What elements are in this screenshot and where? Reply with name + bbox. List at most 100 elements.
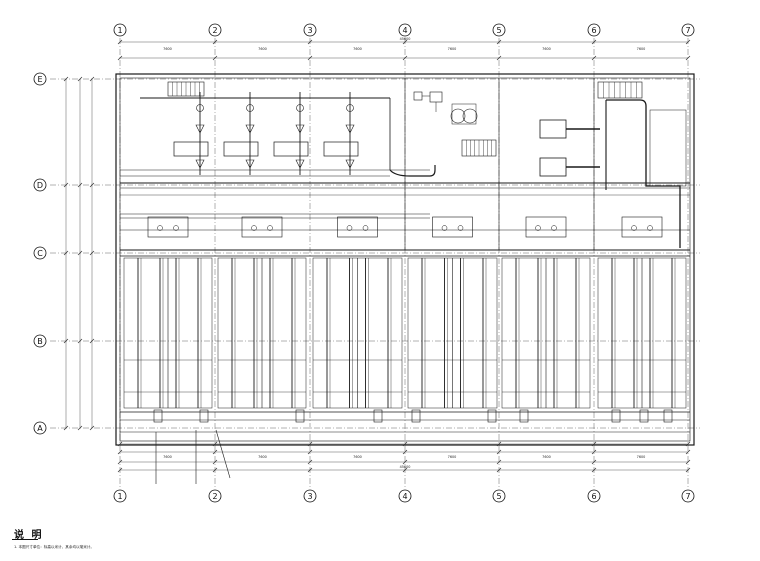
pump-valve-3: [296, 104, 304, 112]
leader-3: [215, 429, 231, 479]
outlet-box: [487, 409, 497, 423]
grid-bubble-col-2-top: [208, 23, 222, 37]
grid-bubble-row-label: B: [37, 337, 43, 346]
dim-bay-text-5: 7600: [542, 47, 551, 51]
outlet-box: [199, 409, 209, 423]
dim-tick: [496, 55, 502, 61]
dim-tick: [496, 39, 502, 45]
dim-tick: [685, 459, 691, 465]
blower-frame: [451, 103, 477, 125]
control-box-2: [429, 91, 443, 103]
pump-reducer-1: [195, 159, 205, 169]
outlet-box: [153, 409, 163, 423]
grid-bubble-col-label: 4: [402, 26, 407, 35]
grid-bubble-row-B: [33, 334, 47, 348]
equipment-room: [120, 91, 687, 248]
dim-tick: [591, 467, 597, 473]
pump-valve-4: [346, 104, 354, 112]
valve-chamber-4: [432, 216, 473, 238]
grid-bubble-col-label: 6: [591, 26, 596, 35]
dim-tick: [63, 182, 69, 188]
dim-tick: [685, 55, 691, 61]
dim-tick: [496, 467, 502, 473]
grid-bubble-col-5-top: [492, 23, 506, 37]
tank-2: [539, 157, 567, 177]
dim-tick: [307, 55, 313, 61]
grid-bubble-col-1-bottom: [113, 489, 127, 503]
dim-tick: [402, 467, 408, 473]
dim-tick: [117, 55, 123, 61]
pump-reducer-4: [345, 159, 355, 169]
dim-tick: [307, 459, 313, 465]
grid-bubble-row-E: [33, 72, 47, 86]
outlet-box: [611, 409, 621, 423]
valve: [647, 225, 653, 231]
dim-bay-text-4: 7600: [448, 47, 457, 51]
dim-bay-text-5: 7600: [542, 455, 551, 459]
notes-underline: [12, 539, 38, 540]
grid-bubble-col-label: 3: [307, 492, 312, 501]
pump-reducer-2: [245, 159, 255, 169]
dim-overall-text: 45600: [400, 37, 411, 41]
outlet-box: [639, 409, 649, 423]
outlet-box: [373, 409, 383, 423]
grid-bubble-col-label: 2: [212, 492, 217, 501]
pump-motor-3: [273, 141, 309, 157]
building-outline: [115, 73, 695, 446]
dim-tick: [89, 425, 95, 431]
dim-bay-text-6: 7600: [637, 455, 646, 459]
dim-tick: [77, 182, 83, 188]
dim-tick: [212, 441, 218, 447]
outlet-box: [411, 409, 421, 423]
pump-check-2: [245, 124, 255, 134]
grid-bubble-col-label: 2: [212, 26, 217, 35]
valve-chamber-5: [525, 216, 567, 238]
dim-bay-text-1: 7600: [163, 47, 172, 51]
dim-tick: [212, 449, 218, 455]
valve: [267, 225, 273, 231]
dim-tick: [77, 250, 83, 256]
grid-bubble-row-C: [33, 246, 47, 260]
valve: [441, 225, 448, 231]
header-pipe-bend: [389, 165, 436, 177]
grid-bubble-col-label: 5: [496, 492, 501, 501]
valve: [157, 225, 163, 231]
dim-tick: [77, 338, 83, 344]
dim-tick: [117, 441, 123, 447]
dim-tick: [402, 459, 408, 465]
dim-bay-text-6: 7600: [637, 47, 646, 51]
dim-tick: [89, 250, 95, 256]
grid-bubble-col-3-top: [303, 23, 317, 37]
valve-chamber-3: [337, 216, 378, 238]
dim-tick: [591, 449, 597, 455]
dim-tick: [212, 459, 218, 465]
dim-tick: [117, 459, 123, 465]
grid-bubble-col-label: 7: [685, 492, 690, 501]
grid-axis-lines: [50, 38, 700, 488]
grid-bubble-col-6-bottom: [587, 489, 601, 503]
pump-reducer-3: [295, 159, 305, 169]
dim-tick: [496, 441, 502, 447]
grid-bubble-col-2-bottom: [208, 489, 222, 503]
blower-1: [450, 108, 466, 124]
valve: [551, 225, 557, 231]
dim-tick: [402, 441, 408, 447]
control-box-1: [413, 91, 423, 101]
dim-tick: [117, 39, 123, 45]
dim-tick: [402, 39, 408, 45]
pump-check-4: [345, 124, 355, 134]
dim-tick: [685, 39, 691, 45]
grid-bubble-col-label: 6: [591, 492, 596, 501]
outlet-box: [295, 409, 305, 423]
pump-check-1: [195, 124, 205, 134]
dim-tick: [307, 441, 313, 447]
notes-line-1: 1. 本图尺寸单位：标高以米计，其余均以毫米计。: [14, 545, 95, 549]
grid-bubble-col-6-top: [587, 23, 601, 37]
dim-bay-text-2: 7600: [258, 47, 267, 51]
grid-bubble-col-5-bottom: [492, 489, 506, 503]
grid-bubble-row-label: D: [37, 181, 43, 190]
dim-tick: [63, 250, 69, 256]
dim-tick: [77, 425, 83, 431]
dim-overall-text: 45600: [400, 465, 411, 469]
